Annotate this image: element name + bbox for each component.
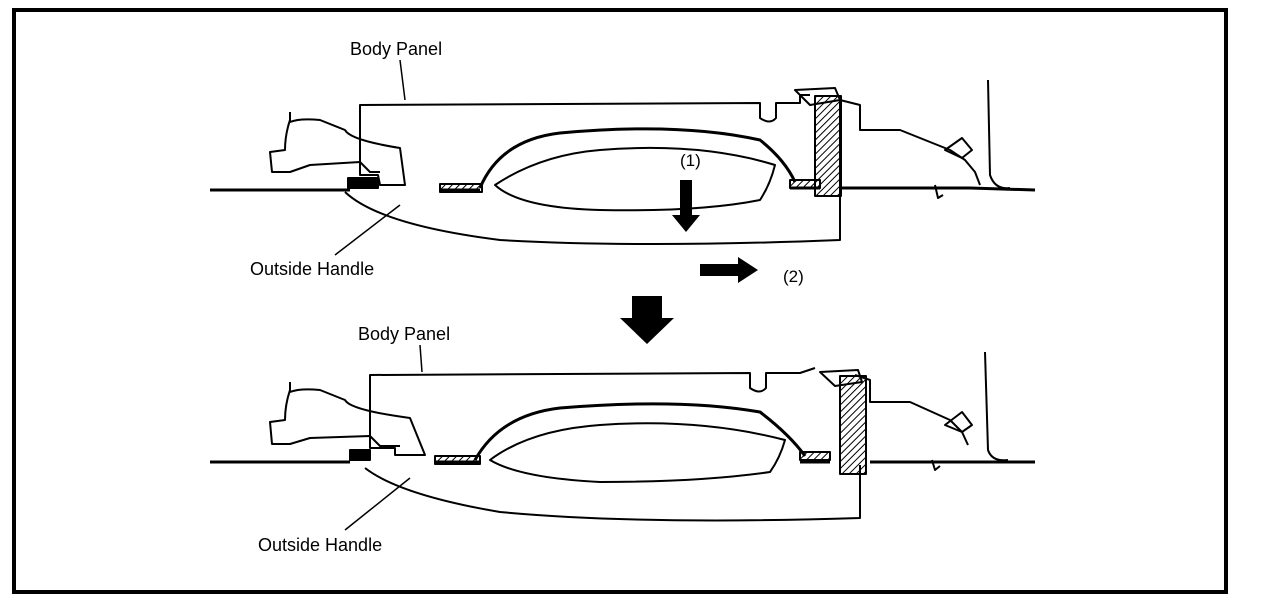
- arrow-big-down-icon: [620, 296, 674, 344]
- top-rear-pad: [814, 95, 842, 197]
- leader-lines: [334, 59, 423, 531]
- bottom-gasket-left: [349, 449, 371, 461]
- arrow-down-icon: [672, 180, 700, 232]
- top-gasket-left: [347, 177, 379, 189]
- top-handle-leader: [334, 204, 401, 256]
- bottom-inner-bracket: [269, 389, 400, 447]
- bottom-body-panel-label: Body Panel: [358, 324, 451, 344]
- top-door-edge: [987, 79, 1011, 190]
- bottom-rear-pad: [839, 375, 867, 475]
- top-outside-handle-label: Outside Handle: [250, 259, 375, 279]
- top-gasket-mid: [439, 183, 483, 193]
- bottom-gasket-right: [799, 451, 831, 461]
- arrow-right-icon: [700, 257, 758, 283]
- bottom-handle-grip-inner: [489, 422, 786, 483]
- bottom-rear-clip: [819, 369, 863, 387]
- diagram-frame: [12, 8, 1228, 594]
- bottom-body-panel-leader: [419, 344, 423, 373]
- bottom-door-edge: [984, 351, 1009, 462]
- top-body-panel: [289, 94, 981, 186]
- top-outer-skin: [210, 186, 1036, 192]
- top-assembly: [210, 79, 1036, 245]
- bottom-outside-handle-label: Outside Handle: [258, 535, 383, 555]
- step1-label: (1): [680, 151, 701, 170]
- top-clip-tab: [934, 137, 973, 199]
- bottom-handle-grip: [473, 402, 807, 461]
- bottom-assembly: [210, 351, 1035, 522]
- bottom-handle-leader: [344, 477, 411, 531]
- bottom-clip-tab: [931, 411, 973, 471]
- top-body-panel-leader: [399, 59, 406, 101]
- bottom-gasket-mid: [434, 455, 481, 465]
- step-arrows: [620, 180, 758, 344]
- top-handle-grip: [478, 127, 797, 189]
- step2-label: (2): [783, 267, 804, 286]
- top-handle-grip-inner: [494, 146, 776, 212]
- top-body-panel-label: Body Panel: [350, 39, 443, 59]
- top-inner-bracket: [269, 119, 380, 173]
- top-rear-clip: [794, 87, 841, 106]
- bottom-outside-handle: [364, 465, 861, 522]
